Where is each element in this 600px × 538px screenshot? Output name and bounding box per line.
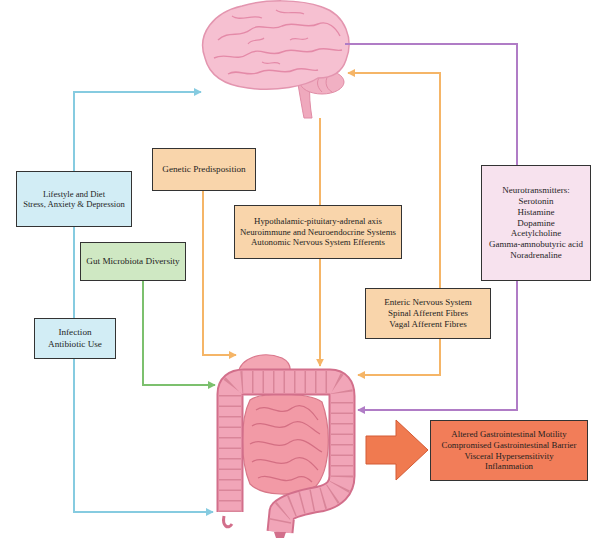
node-text: Vagal Afferent Fibres xyxy=(389,319,466,330)
haustra xyxy=(230,382,342,522)
node-text: Serotonin xyxy=(519,196,554,207)
node-text: Noradrenaline xyxy=(510,250,561,261)
brain-sulcus xyxy=(232,10,308,64)
factor-box: Genetic Predisposition xyxy=(152,148,256,191)
brain-illustration xyxy=(203,1,349,118)
large-intestine-wall xyxy=(230,382,342,532)
brain-gyrus xyxy=(218,23,340,40)
node-text: Neurotransmitters: xyxy=(502,185,569,196)
pathway-box: Hypothalamic-pituitary-adrenal axisNeuro… xyxy=(234,205,402,259)
gut-illustration xyxy=(224,355,342,538)
node-text: Gut Microbiota Diversity xyxy=(86,256,179,267)
appendix xyxy=(224,516,232,527)
node-text: Enteric Nervous System xyxy=(384,297,471,308)
factor-box: InfectionAntibiotic Use xyxy=(34,318,116,359)
influence-line xyxy=(143,270,215,385)
influence-line xyxy=(345,44,517,175)
intestine-loop xyxy=(250,406,322,482)
influence-line xyxy=(348,73,440,295)
small-intestine xyxy=(243,394,329,494)
outcome-arrow xyxy=(366,420,428,480)
node-text: Lifestyle and Diet xyxy=(43,189,105,199)
outcome-box: Altered Gastrointestinal MotilityComprom… xyxy=(430,420,588,481)
node-text: Hypothalamic-pituitary-adrenal axis xyxy=(254,216,382,227)
influence-line xyxy=(358,270,517,410)
rectum xyxy=(274,532,286,538)
large-intestine xyxy=(230,382,342,532)
node-text: Histamine xyxy=(518,207,555,218)
node-text: Neuroimmune and Neuroendocrine Systems xyxy=(240,227,396,238)
node-text: Infection xyxy=(58,327,91,338)
neurotransmitter-box: Neurotransmitters:SerotoninHistamineDopa… xyxy=(481,165,591,281)
brain-gyrus xyxy=(214,49,342,58)
node-text: Autonomic Nervous System Efferents xyxy=(251,237,385,248)
node-text: Altered Gastrointestinal Motility xyxy=(451,429,566,440)
node-text: Visceral Hypersensitivity xyxy=(464,451,553,462)
node-text: Antibiotic Use xyxy=(48,339,102,350)
influence-line xyxy=(203,180,236,355)
node-text: Dopamine xyxy=(517,218,555,229)
pathway-box: Enteric Nervous SystemSpinal Afferent Fi… xyxy=(365,288,491,339)
node-text: Inflammation xyxy=(485,461,533,472)
node-text: Spinal Afferent Fibres xyxy=(388,308,468,319)
influence-line xyxy=(319,118,321,210)
node-text: Stress, Anxiety & Depression xyxy=(23,199,125,209)
factor-box: Lifestyle and DietStress, Anxiety & Depr… xyxy=(16,171,132,227)
brain-gyrus xyxy=(228,69,318,74)
node-text: Genetic Predisposition xyxy=(162,164,245,175)
node-text: Compromised Gastrointestinal Barrier xyxy=(442,440,577,451)
influence-line xyxy=(319,250,321,366)
factor-box: Gut Microbiota Diversity xyxy=(80,242,186,281)
cerebrum xyxy=(203,1,349,89)
node-text: Acetylcholine xyxy=(511,228,561,239)
node-text: Gamma-amnobutyric acid xyxy=(489,239,583,250)
